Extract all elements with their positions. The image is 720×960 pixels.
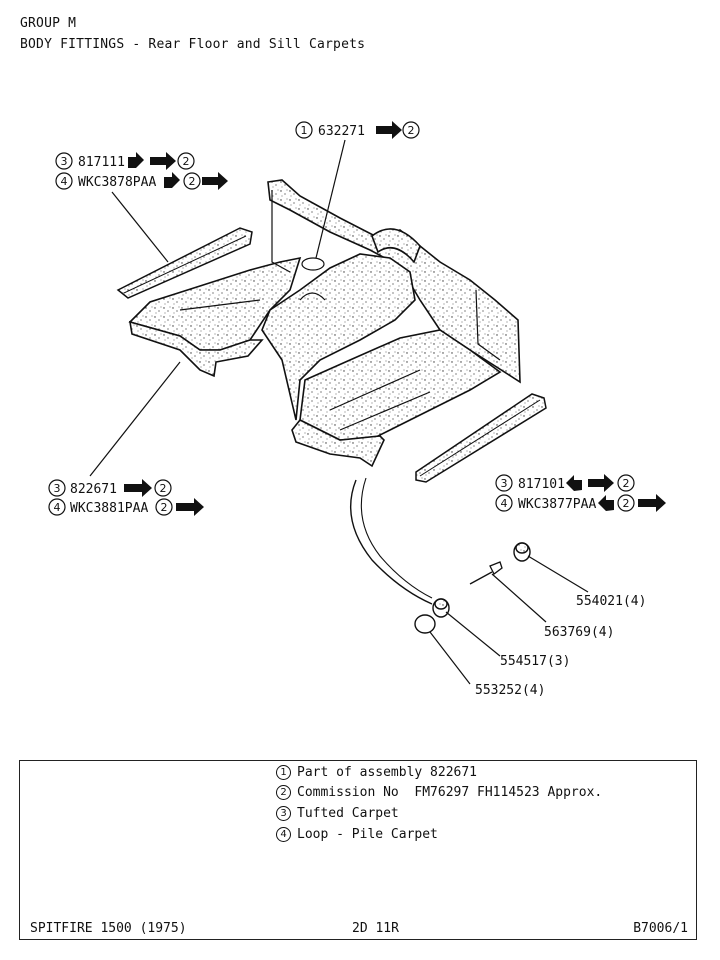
callout-wkc3878paa: 4 WKC3878PAA 2 xyxy=(55,172,228,190)
arrow-right-icon xyxy=(376,121,402,139)
fastener-554021 xyxy=(513,542,531,562)
svg-text:822671: 822671 xyxy=(70,482,117,497)
arrow-right-icon xyxy=(150,152,176,170)
legend-item: 2 Commission No FM76297 FH114523 Approx. xyxy=(276,785,602,800)
svg-text:817101: 817101 xyxy=(518,477,565,492)
svg-text:817111: 817111 xyxy=(78,155,125,170)
circle-4-icon xyxy=(55,172,73,190)
svg-text:3: 3 xyxy=(501,477,508,490)
legend-item: 4 Loop - Pile Carpet xyxy=(276,827,438,842)
label-553252: 553252(4) xyxy=(475,683,545,698)
svg-text:2: 2 xyxy=(623,477,630,490)
circle-2-icon xyxy=(155,498,173,516)
arrow-right-icon xyxy=(202,172,228,190)
left-sill-carpet xyxy=(116,227,253,299)
callout-817101: 3 817101 2 xyxy=(495,474,635,492)
turn-arrow-left-icon xyxy=(598,495,614,511)
svg-text:1: 1 xyxy=(301,124,308,137)
legend-text: Commission No FM76297 FH114523 Approx. xyxy=(297,785,603,800)
model-name: SPITFIRE 1500 (1975) xyxy=(30,921,187,936)
svg-text:2: 2 xyxy=(183,155,190,168)
svg-text:3: 3 xyxy=(61,155,68,168)
exploded-diagram: 1 632271 2 3 817111 2 4 WKC3878PAA 2 3 8… xyxy=(48,121,666,698)
label-563769: 563769(4) xyxy=(544,625,614,640)
circle-2-icon xyxy=(154,479,172,497)
label-554021: 554021(4) xyxy=(576,594,646,609)
group-title: GROUP M xyxy=(20,16,77,31)
svg-text:WKC3877PAA: WKC3877PAA xyxy=(518,497,596,512)
svg-text:2: 2 xyxy=(408,124,415,137)
turn-arrow-icon xyxy=(164,172,180,188)
svg-text:4: 4 xyxy=(54,501,61,514)
page-number: 2D 11R xyxy=(352,921,399,936)
legend-text: Tufted Carpet xyxy=(297,806,399,821)
circle-2-icon xyxy=(402,121,420,139)
arrow-right-icon xyxy=(176,498,204,516)
arrow-right-icon xyxy=(588,474,614,492)
carpet-edge-curl xyxy=(350,479,433,605)
arrow-right-icon xyxy=(124,479,152,497)
svg-text:632271: 632271 xyxy=(318,124,365,139)
circle-3-icon xyxy=(495,474,513,492)
right-sill-carpet xyxy=(415,393,547,483)
circle-2-icon xyxy=(183,172,201,190)
svg-text:WKC3878PAA: WKC3878PAA xyxy=(78,175,156,190)
floor-carpet xyxy=(128,179,521,468)
callout-wkc3877paa: 4 WKC3877PAA 2 xyxy=(495,494,666,512)
callout-wkc3881paa: 4 WKC3881PAA 2 xyxy=(48,498,204,516)
circle-4-icon: 4 xyxy=(276,827,291,842)
svg-text:3: 3 xyxy=(54,482,61,495)
svg-text:4: 4 xyxy=(501,497,508,510)
svg-text:2: 2 xyxy=(623,497,630,510)
fastener-554517 xyxy=(432,598,450,618)
floor-carpet-details xyxy=(179,190,501,431)
legend-item: 3 Tufted Carpet xyxy=(276,806,399,821)
legend-box: 1 Part of assembly 822671 2 Commission N… xyxy=(19,760,697,940)
circle-1-icon xyxy=(295,121,313,139)
circle-3-icon: 3 xyxy=(276,806,291,821)
svg-text:4: 4 xyxy=(61,175,68,188)
circle-2-icon xyxy=(617,494,635,512)
circle-2-icon xyxy=(617,474,635,492)
callout-822671: 3 822671 2 xyxy=(48,479,172,497)
label-554517: 554517(3) xyxy=(500,654,570,669)
svg-text:2: 2 xyxy=(161,501,168,514)
fastener-563769 xyxy=(469,561,503,585)
callout-817111: 3 817111 2 xyxy=(55,152,195,170)
legend-item: 1 Part of assembly 822671 xyxy=(276,765,477,780)
fastener-553252 xyxy=(414,614,436,634)
svg-text:2: 2 xyxy=(160,482,167,495)
circle-3-icon xyxy=(55,152,73,170)
svg-text:2: 2 xyxy=(189,175,196,188)
svg-text:WKC3881PAA: WKC3881PAA xyxy=(70,501,148,516)
turn-arrow-left-icon xyxy=(566,475,582,491)
arrow-right-icon xyxy=(638,494,666,512)
callout-632271: 1 632271 2 xyxy=(295,121,420,139)
circle-2-icon xyxy=(177,152,195,170)
circle-3-icon xyxy=(48,479,66,497)
circle-1-icon: 1 xyxy=(276,765,291,780)
circle-2-icon: 2 xyxy=(276,785,291,800)
leader-lines xyxy=(89,139,589,685)
circle-4-icon xyxy=(495,494,513,512)
turn-arrow-icon xyxy=(128,152,144,168)
reference-code: B7006/1 xyxy=(633,921,688,936)
legend-text: Loop - Pile Carpet xyxy=(297,827,438,842)
circle-4-icon xyxy=(48,498,66,516)
section-title: BODY FITTINGS - Rear Floor and Sill Carp… xyxy=(20,37,366,52)
legend-text: Part of assembly 822671 xyxy=(297,765,478,780)
